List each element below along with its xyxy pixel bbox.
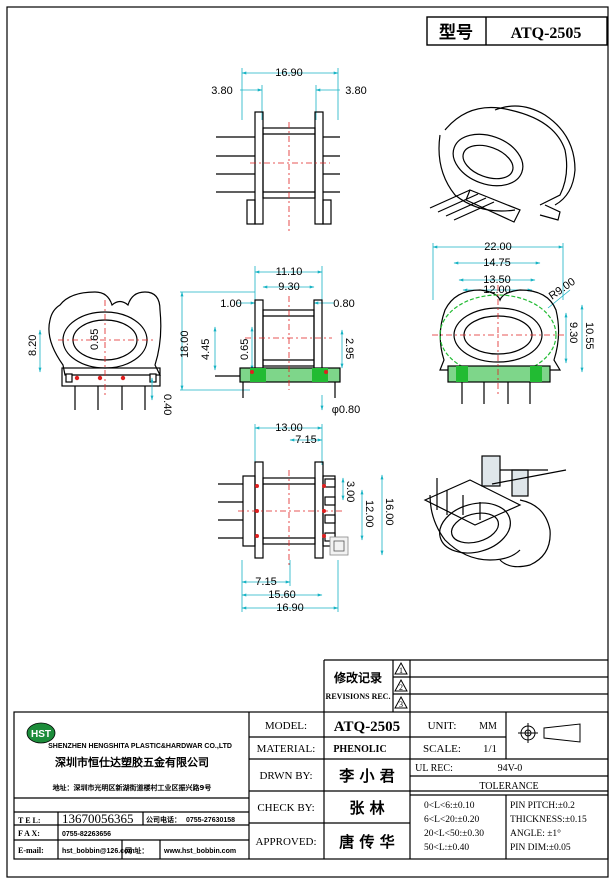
spec-row-3: ANGLE: ±1°	[510, 828, 561, 839]
spec-row-2: THICKNESS:±0.15	[510, 815, 587, 825]
header-box: 型号 ATQ-2505	[426, 16, 608, 46]
fax-value: 0755-82263656	[62, 831, 111, 838]
dim-left-pin: 0.40	[161, 394, 173, 415]
dim-bottom-half: 7.15	[295, 434, 316, 446]
email-value: hst_bobbin@126.com	[62, 848, 135, 855]
approved-value: 唐 传 华	[339, 833, 394, 851]
dim-right-width: 22.00	[484, 241, 512, 253]
type-label: 型号	[439, 22, 473, 43]
scale-value: 1/1	[483, 743, 497, 755]
dim-right-w2: 13.50	[483, 274, 511, 286]
unit-label: UNIT:	[428, 720, 457, 732]
bottom-view	[218, 424, 384, 612]
scale-label: SCALE:	[423, 743, 461, 755]
tel-label: T E L:	[18, 816, 41, 825]
ul-label: UL REC:	[415, 763, 453, 774]
email-label: E-mail:	[18, 846, 44, 855]
dim-mid-inner: 9.30	[278, 281, 299, 293]
dim-bottom-inner-h: 12.00	[363, 500, 375, 528]
revision-mark-1: 1	[399, 666, 403, 675]
company-name-cn: 深圳市恒仕达塑胶五金有限公司	[55, 755, 209, 769]
revision-mark-3: 3	[399, 700, 403, 709]
dim-bottom-total: 16.90	[276, 602, 304, 614]
model-label: MODEL:	[265, 720, 307, 732]
web-value: www.hst_bobbin.com	[163, 848, 236, 855]
dim-left-height: 8.20	[27, 335, 39, 356]
tolerance-row-4: 50<L:±0.40	[424, 843, 469, 853]
iso-view-bottom	[423, 455, 567, 568]
dim-mid-flange-thk: 0.65	[239, 339, 251, 360]
projection-symbol-icon	[518, 723, 581, 743]
unit-value: MM	[479, 721, 497, 732]
spec-row-4: PIN DIM:±0.05	[510, 843, 571, 853]
dim-right-radius: R9.00	[547, 276, 578, 303]
tolerance-row-3: 20<L<50:±0.30	[424, 829, 484, 839]
material-value: PHENOLIC	[333, 744, 386, 755]
material-label: MATERIAL:	[257, 743, 316, 755]
dim-top-overall: 16.90	[275, 67, 303, 79]
company-tel-value: 0755-27630158	[186, 817, 235, 824]
sheet-border	[6, 6, 609, 878]
dim-mid-pindia: φ0.80	[332, 404, 361, 416]
revision-title-cn: 修改记录	[333, 670, 382, 685]
tolerance-row-2: 6<L<20:±0.20	[424, 815, 479, 825]
company-tel-label: 公司电话：	[146, 815, 181, 824]
model-code: ATQ-2505	[511, 25, 582, 42]
dim-mid-overall: 11.10	[276, 266, 303, 278]
dim-bottom-base: 15.60	[268, 589, 296, 601]
spec-row-1: PIN PITCH:±0.2	[510, 801, 575, 811]
logo-text: HST	[31, 729, 51, 740]
right-side-view	[432, 243, 584, 404]
ul-value: 94V-0	[498, 763, 523, 774]
dim-right-w3: 12.00	[483, 284, 511, 296]
dim-bottom-height: 16.00	[383, 498, 395, 526]
company-logo: HST	[26, 722, 56, 744]
title-block-grid	[13, 711, 609, 860]
iso-view-top	[429, 105, 576, 223]
revision-block	[323, 659, 608, 712]
dim-bottom-overall: 13.00	[275, 422, 303, 434]
left-side-view	[38, 291, 162, 410]
top-view	[216, 68, 340, 232]
drawn-label: DRWN BY:	[259, 770, 312, 782]
dim-right-h1: 10.55	[583, 322, 595, 350]
company-name-en: SHENZHEN HENGSHITA PLASTIC&HARDWAR CO.,L…	[48, 743, 232, 750]
front-view	[180, 266, 344, 411]
dim-mid-height: 18.00	[179, 330, 191, 358]
web-label: 网 址：	[125, 846, 148, 855]
dim-top-left: 3.80	[211, 85, 232, 97]
check-value: 张 林	[349, 799, 385, 817]
dim-top-right: 3.80	[345, 85, 366, 97]
dim-mid-step: 2.95	[343, 338, 355, 359]
company-address: 地址：深圳市光明区新湖街道楼村工业区振兴路9号	[53, 783, 212, 792]
dim-bottom-left: 7.15	[255, 576, 276, 588]
revision-title-en: REVISIONS REC.	[326, 692, 391, 701]
model-value: ATQ-2505	[334, 719, 400, 735]
check-label: CHECK BY:	[257, 802, 314, 814]
revision-mark-2: 2	[399, 683, 403, 692]
revision-marks: 1 2 3	[394, 661, 408, 709]
dim-right-h2: 9.30	[567, 322, 579, 343]
tel-value: 13670056365	[62, 811, 134, 826]
tolerance-label: TOLERANCE	[479, 781, 538, 792]
dim-left-inner: 0.65	[89, 329, 101, 350]
drawn-value: 李 小 君	[338, 767, 394, 785]
dim-bottom-gap: 3.00	[344, 481, 356, 502]
approved-label: APPROVED:	[255, 836, 316, 848]
dim-mid-pinlen: 4.45	[200, 339, 212, 360]
dim-right-w1: 14.75	[483, 257, 511, 269]
tolerance-row-1: 0<L<6:±0.10	[424, 801, 475, 811]
dim-mid-flange-right: 0.80	[333, 298, 354, 310]
dim-mid-flange-left: 1.00	[220, 298, 241, 310]
fax-label: F A X:	[18, 829, 40, 838]
